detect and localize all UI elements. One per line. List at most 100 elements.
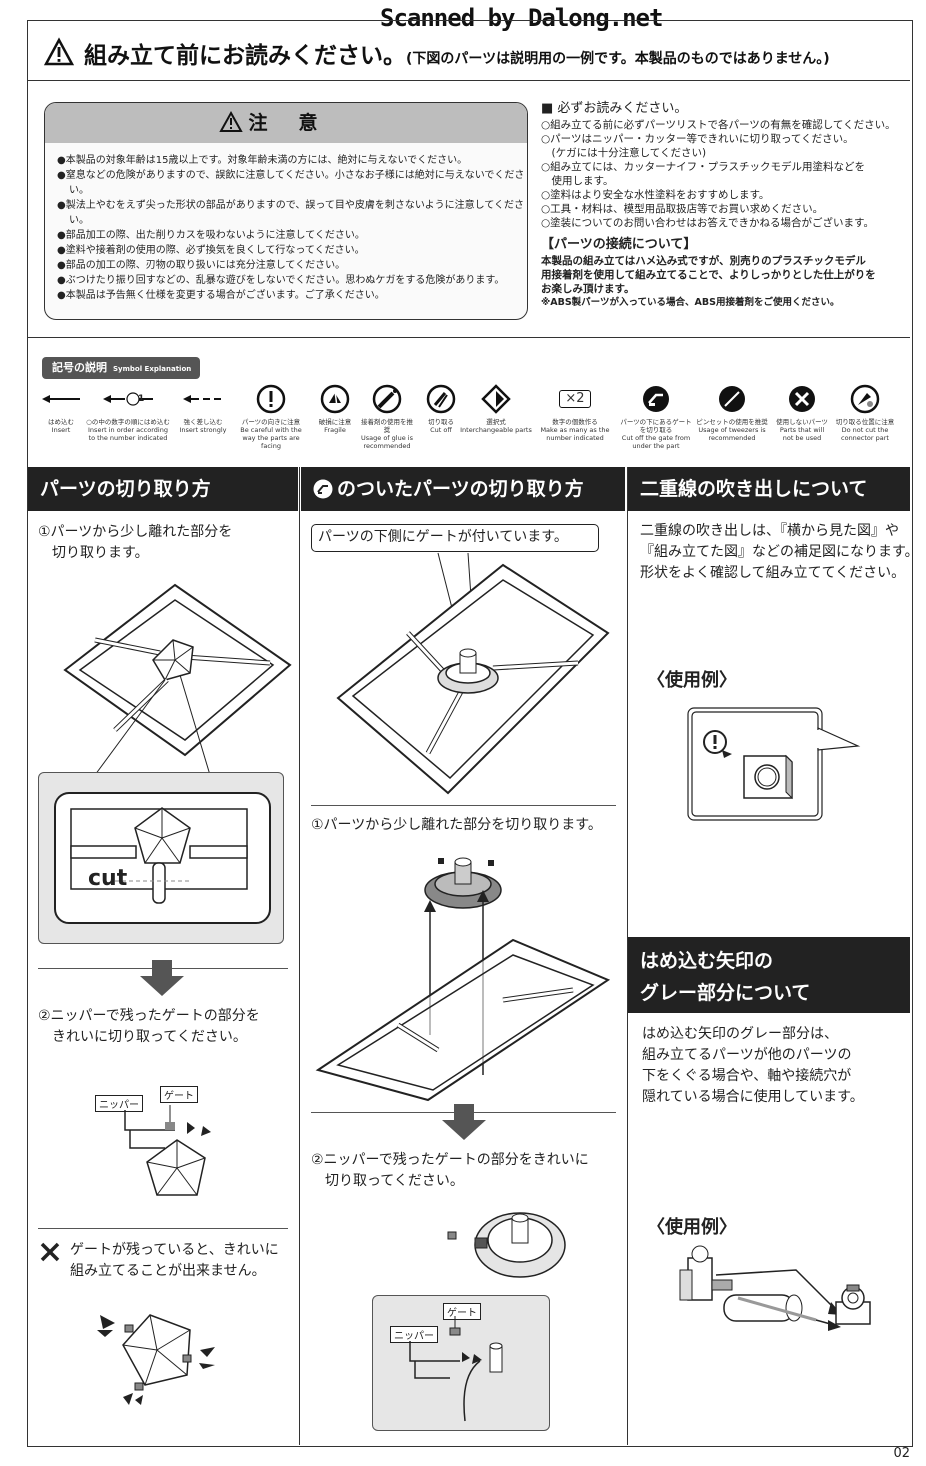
notes-item: ○工具・材料は、模型用品取扱店等でお買い求めください。 [541, 203, 824, 215]
fragile-icon [320, 384, 350, 414]
symbol-insert: はめ込む Insert [40, 380, 82, 434]
gate-label: ゲート [160, 1086, 198, 1103]
symbol-glue: 接着剤の使用を推奨 Usage of glue is recommended [358, 380, 416, 450]
x-mark-icon [40, 1242, 60, 1262]
insert-arrow-icon [42, 395, 80, 403]
notes-item: 使用します。 [541, 175, 614, 187]
caution-item: ●ぶつけたり振り回すなどの、乱暴な遊びをしないでください。思わぬケガをする危険が… [57, 275, 505, 286]
nipper-label: ニッパー [390, 1326, 438, 1343]
cut-icon [426, 384, 456, 414]
page-number: 02 [893, 1446, 910, 1461]
strong-insert-arrow-icon [183, 395, 221, 403]
section-header-double-balloon: 二重線の吹き出しについて [628, 467, 910, 511]
cut-label: cut [88, 866, 128, 891]
symbol-en: Parts that will not be used [779, 426, 825, 442]
symbol-en: Be careful with the way the parts are fa… [240, 426, 302, 450]
step-divider [311, 805, 616, 806]
section-title-line: グレー部分について [640, 982, 811, 1004]
cut-position-icon [850, 384, 880, 414]
symbol-cut: 切り取る Cut off [420, 380, 462, 434]
symbol-title: 記号の説明 [52, 361, 107, 374]
down-arrow-icon [442, 1104, 486, 1140]
caution-header: 注 意 [45, 103, 527, 143]
join-heading: 【パーツの接続について】 [541, 237, 697, 252]
gate-label: ゲート [443, 1303, 481, 1320]
symbol-en: Insert strongly [179, 426, 227, 434]
notes-item: ○塗料はより安全な水性塗料をおすすめします。 [541, 189, 770, 201]
symbol-multiple: ×2 数字の個数作る Make as many as the number in… [538, 380, 612, 442]
notes-panel: ■ 必ずお読みください。 ○組み立てる前に必ずパーツリストで各パーツの有無を確認… [541, 102, 901, 310]
symbol-insert-order: ○の中の数字の順にはめ込む Insert in order according … [84, 380, 172, 442]
abs-note: ※ABS製パーツが入っている場合、ABS用接着剤をご使用ください。 [541, 297, 840, 308]
symbol-jp: ピンセットの使用を推奨 [696, 418, 768, 426]
exclamation-circle-icon [256, 384, 286, 414]
join-line: 本製品の組み立てはハメ込み式ですが、別売りのプラスチックモデル [541, 255, 866, 267]
sec4-body-line: 下をくぐる場合や、軸や接続穴が [642, 1068, 852, 1084]
watermark: Scanned by Dalong.net [380, 4, 663, 32]
section-title: のついたパーツの切り取り方 [337, 478, 584, 500]
tweezers-icon [719, 386, 745, 412]
symbol-cut-position: 切り取る位置に注意 Do not cut the connector part [832, 380, 898, 442]
gate-part-illustration [447, 1212, 566, 1278]
caution-item: ●部品の加工の際、刃物の取り扱いには充分注意してください。 [57, 260, 346, 271]
caution-box: 注 意 ●本製品の対象年齢は15歳以上です。対象年齢未満の方には、絶対に与えない… [44, 102, 528, 320]
sec1-step2-line: きれいに切り取ってください。 [38, 1029, 247, 1045]
page-title: 組み立て前にお読みください。(下図のパーツは説明用の一例です。本製品のものではあ… [84, 36, 830, 70]
symbol-gate-under: パーツの下にあるゲートを切り取る Cut off the gate from u… [620, 380, 692, 450]
sec1-step1-line: 切り取ります。 [38, 545, 149, 561]
symbol-jp: 破損に注意 [318, 418, 352, 426]
callout-text: パーツの下側にゲートが付いています。 [318, 529, 568, 545]
sec4-body-line: 隠れている場合に使用しています。 [642, 1089, 864, 1105]
example-label: 〈使用例〉 [647, 670, 737, 691]
symbol-en: Make as many as the number indicated [540, 426, 610, 442]
gate-cut-detail-illustration [409, 1316, 503, 1422]
symbol-not-used: 使用しないパーツ Parts that will not be used [774, 380, 830, 442]
caution-item: ●製法上やむをえず尖った形状の部品がありますので、誤って目や皮膚を刺さないように… [57, 200, 525, 226]
symbol-en: Cut off [430, 426, 452, 434]
callout-box [311, 524, 599, 552]
sec4-body-line: はめ込む矢印のグレー部分は、 [642, 1026, 838, 1042]
symbol-jp: はめ込む [48, 418, 74, 426]
caution-item: ●部品加工の際、出た削りカスを吸わないように注意してください。 [57, 230, 365, 241]
example-label: 〈使用例〉 [647, 1217, 737, 1238]
zoom-detail-illustration [54, 792, 271, 924]
notes-heading: ■ 必ずお読みください。 [541, 101, 688, 116]
notes-item: ○塗装についてのお問い合わせはお答えできかねる場合がございます。 [541, 217, 874, 229]
symbol-jp: 強く差し込む [183, 418, 223, 426]
sec4-body-line: 組み立てるパーツが他のパーツの [642, 1047, 852, 1063]
section-header-gate-parts: のついたパーツの切り取り方 [301, 467, 625, 511]
column-divider [299, 467, 300, 1445]
page-frame [27, 20, 913, 1447]
symbol-en: Insert in order according to the number … [88, 426, 168, 442]
symbol-jp: 使用しないパーツ [776, 418, 828, 426]
symbol-en: Usage of tweezers is recommended [698, 426, 766, 442]
double-balloon-illustration [687, 707, 861, 821]
join-line: 用接着剤を使用して組み立てることで、よりしっかりとした仕上がりを [541, 269, 876, 281]
notes-item: ○パーツはニッパー・カッター等できれいに切り取ってください。 [541, 133, 854, 145]
symbol-en: Insert [51, 426, 71, 434]
symbol-fragile: 破損に注意 Fragile [313, 380, 357, 434]
times-two-icon: ×2 [559, 390, 591, 408]
numbered-insert-arrow-icon [103, 392, 153, 406]
symbol-en: Cut off the gate from under the part [621, 434, 691, 450]
section-title: パーツの切り取り方 [40, 478, 211, 500]
nipper-gate-illustration [124, 1105, 211, 1196]
page-title-note: (下図のパーツは説明用の一例です。本製品のものではありません。) [406, 51, 830, 67]
sec3-body-line: 二重線の吹き出しは、『横から見た図』や [640, 523, 899, 539]
symbol-en: Usage of glue is recommended [361, 434, 413, 450]
section-header-gray-arrow: はめ込む矢印の グレー部分について [628, 937, 910, 1013]
symbol-tweezers: ピンセットの使用を推奨 Usage of tweezers is recomme… [696, 380, 768, 442]
sec2-step2-line: ②ニッパーで残ったゲートの部分をきれいに [311, 1152, 589, 1168]
gate-part-lifted-illustration [315, 857, 611, 1102]
column-divider [627, 467, 628, 1445]
gate-runner-illustration [336, 552, 610, 795]
step-divider [38, 1228, 288, 1229]
notes-item: ○組み立てには、カッターナイフ・プラスチックモデル用塗料などを [541, 161, 865, 173]
glue-icon [372, 384, 402, 414]
under-gate-icon [313, 479, 333, 499]
caution-list: ●本製品の対象年齢は15歳以上です。対象年齢未満の方には、絶対に与えないでくださ… [57, 153, 527, 303]
symbol-insert-strongly: 強く差し込む Insert strongly [175, 380, 231, 434]
not-used-icon [789, 386, 815, 412]
notes-item: (ケガには十分注意してください) [541, 147, 707, 159]
nipper-label: ニッパー [95, 1095, 143, 1112]
